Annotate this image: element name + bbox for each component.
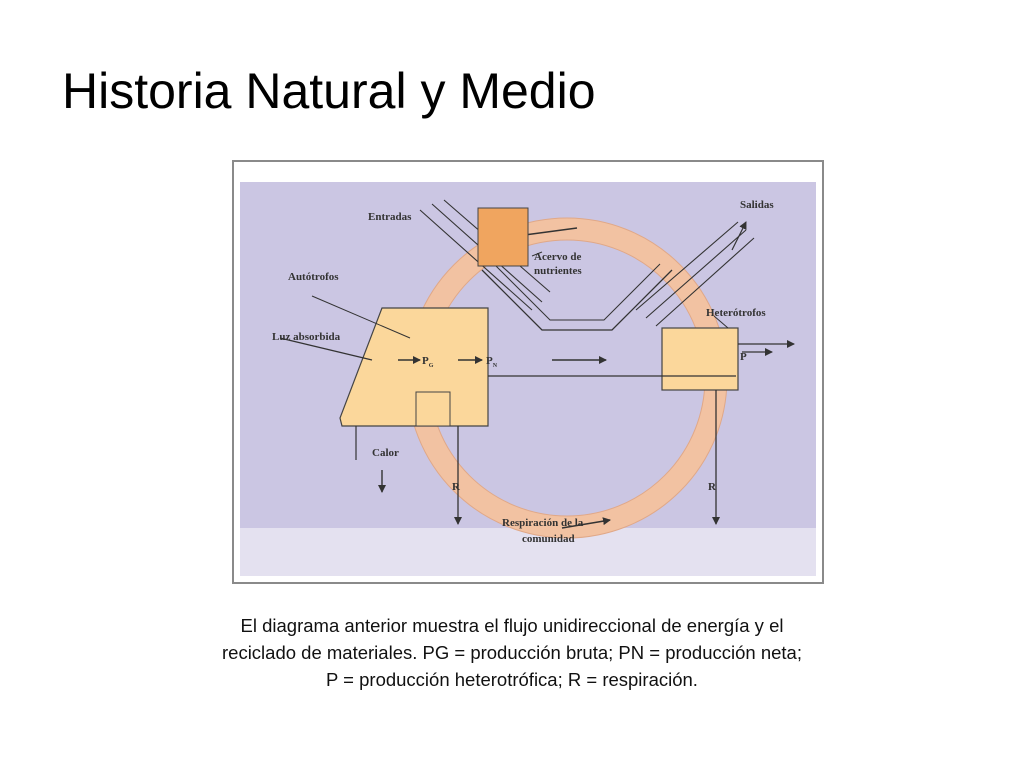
acervo-box — [477, 207, 529, 267]
label-r-right: R — [708, 481, 717, 493]
salidas-arrow — [731, 221, 747, 251]
autotrofos-pointer — [311, 295, 411, 339]
diagram-caption: El diagrama anterior muestra el flujo un… — [60, 612, 964, 693]
caption-line-3: P = producción heterotrófica; R = respir… — [326, 669, 698, 690]
label-pn: PN — [486, 355, 498, 369]
heterotrofos-pointer — [713, 315, 729, 329]
label-autotrofos: Autótrofos — [288, 271, 339, 283]
diagram-background-fade — [240, 528, 816, 576]
label-salidas: Salidas — [740, 199, 774, 211]
caption-line-2: reciclado de materiales. PG = producción… — [222, 642, 802, 663]
funnel-lines — [481, 269, 673, 331]
label-luz-absorbida: Luz absorbida — [272, 331, 341, 343]
respiration-notch — [415, 391, 451, 427]
label-pg: PG — [422, 355, 434, 369]
energy-flow-diagram: Entradas Salidas Acervo de nutrientes Au… — [232, 160, 824, 584]
acervo-pointer — [531, 251, 543, 257]
label-p: P — [740, 351, 747, 363]
funnel-lines-inner — [493, 263, 661, 321]
label-acervo-1: Acervo de — [534, 251, 581, 263]
luz-line — [279, 337, 373, 361]
label-respiracion-2: comunidad — [522, 533, 575, 545]
label-calor: Calor — [372, 447, 399, 459]
label-heterotrofos: Heterótrofos — [706, 307, 766, 319]
slide-title: Historia Natural y Medio — [62, 63, 596, 119]
salidas-lines — [635, 221, 755, 327]
label-entradas: Entradas — [368, 211, 412, 223]
label-acervo-2: nutrientes — [534, 265, 582, 277]
ring-arrow-bottom — [561, 517, 611, 529]
heterotrofos-box — [661, 327, 739, 391]
label-r-left: R — [452, 481, 461, 493]
label-respiracion-1: Respiración de la — [502, 517, 584, 529]
caption-line-1: El diagrama anterior muestra el flujo un… — [240, 615, 784, 636]
autotrofos-box — [339, 307, 489, 427]
